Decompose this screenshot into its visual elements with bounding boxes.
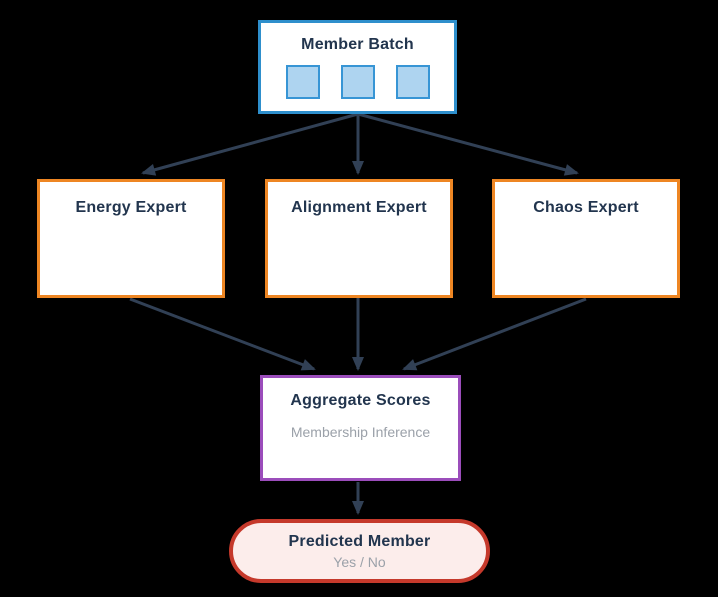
batch-items	[261, 65, 454, 99]
edge-chaos-expert-to-aggregate	[402, 297, 587, 371]
node-predicted-member: Predicted Member Yes / No	[229, 519, 490, 583]
edge-member-batch-to-energy-expert	[141, 112, 359, 176]
alignment-expert-label: Alignment Expert	[291, 199, 427, 216]
node-energy-expert: Energy Expert	[37, 179, 225, 298]
predicted-member-sublabel: Yes / No	[333, 553, 386, 570]
node-alignment-expert: Alignment Expert	[265, 179, 453, 298]
node-aggregate-scores: Aggregate Scores Membership Inference	[260, 375, 461, 481]
edge-member-batch-to-chaos-expert	[357, 112, 579, 176]
edge-energy-expert-to-aggregate	[129, 297, 316, 371]
member-batch-label: Member Batch	[301, 36, 414, 53]
node-chaos-expert: Chaos Expert	[492, 179, 680, 298]
chaos-expert-label: Chaos Expert	[533, 199, 639, 216]
predicted-member-label: Predicted Member	[288, 532, 431, 550]
batch-item-icon	[285, 65, 320, 99]
node-member-batch: Member Batch	[258, 20, 457, 114]
aggregate-scores-label: Aggregate Scores	[290, 392, 431, 409]
batch-item-icon	[395, 65, 430, 99]
aggregate-scores-sublabel: Membership Inference	[290, 424, 431, 440]
batch-item-icon	[340, 65, 375, 99]
energy-expert-label: Energy Expert	[75, 199, 187, 216]
